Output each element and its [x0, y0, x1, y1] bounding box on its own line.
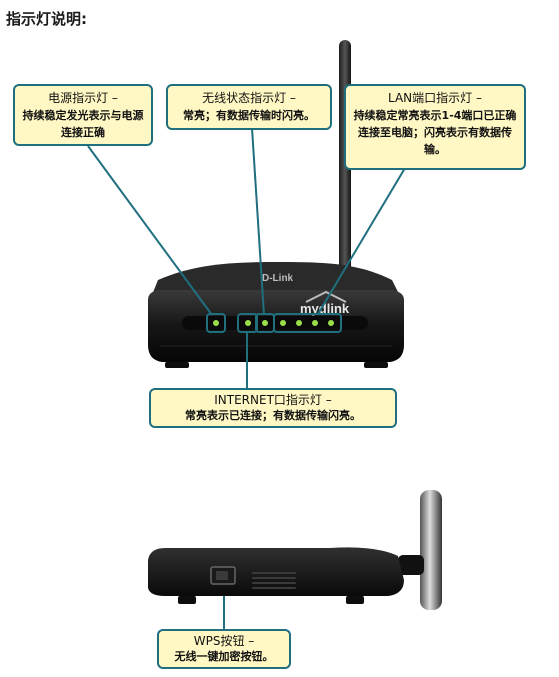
- power-led-callout: 电源指示灯 – 持续稳定发光表示与电源连接正确: [13, 84, 153, 146]
- lan-led-callout: LAN端口指示灯 – 持续稳定常亮表示1-4端口已正确连接至电脑；闪亮表示有数据…: [344, 84, 526, 170]
- internet-callout-title: INTERNET口指示灯 –: [214, 393, 332, 407]
- side-antenna: [398, 490, 442, 610]
- router-brand-label: D-Link: [262, 273, 294, 284]
- internet-callout-body: 常亮表示已连接；有数据传输闪亮。: [185, 409, 361, 422]
- wireless-callout-body: 常亮；有数据传输时闪亮。: [183, 109, 315, 122]
- internet-led-callout: INTERNET口指示灯 – 常亮表示已连接；有数据传输闪亮。: [149, 388, 397, 428]
- lan2-led: [296, 320, 302, 326]
- wps-button: [210, 566, 236, 585]
- wireless-callout-title: 无线状态指示灯 –: [202, 91, 296, 105]
- lan-callout-body: 持续稳定常亮表示1-4端口已正确连接至电脑；闪亮表示有数据传输。: [353, 109, 517, 156]
- wps-callout-body: 无线一键加密按钮。: [174, 650, 274, 663]
- power-callout-title: 电源指示灯 –: [48, 91, 118, 105]
- lan1-led: [280, 320, 286, 326]
- mydlink-logo-text: mydlink: [300, 301, 350, 316]
- power-led: [213, 320, 219, 326]
- internet-led: [245, 320, 251, 326]
- side-router-body: [148, 547, 404, 604]
- lan-callout-title: LAN端口指示灯 –: [388, 91, 482, 105]
- led-highlights: [206, 313, 342, 333]
- callout-connectors: [87, 127, 406, 630]
- front-router-body: [148, 262, 404, 368]
- led-row: [213, 320, 334, 326]
- power-callout-body: 持续稳定发光表示与电源连接正确: [22, 109, 144, 139]
- wireless-led-callout: 无线状态指示灯 – 常亮；有数据传输时闪亮。: [166, 84, 332, 130]
- wps-button-callout: WPS按钮 – 无线一键加密按钮。: [157, 629, 291, 669]
- lan3-led: [312, 320, 318, 326]
- wps-callout-title: WPS按钮 –: [193, 634, 255, 648]
- lan4-led: [328, 320, 334, 326]
- mydlink-logo: mydlink: [300, 290, 350, 316]
- wireless-led: [262, 320, 268, 326]
- page-heading: 指示灯说明:: [6, 10, 87, 28]
